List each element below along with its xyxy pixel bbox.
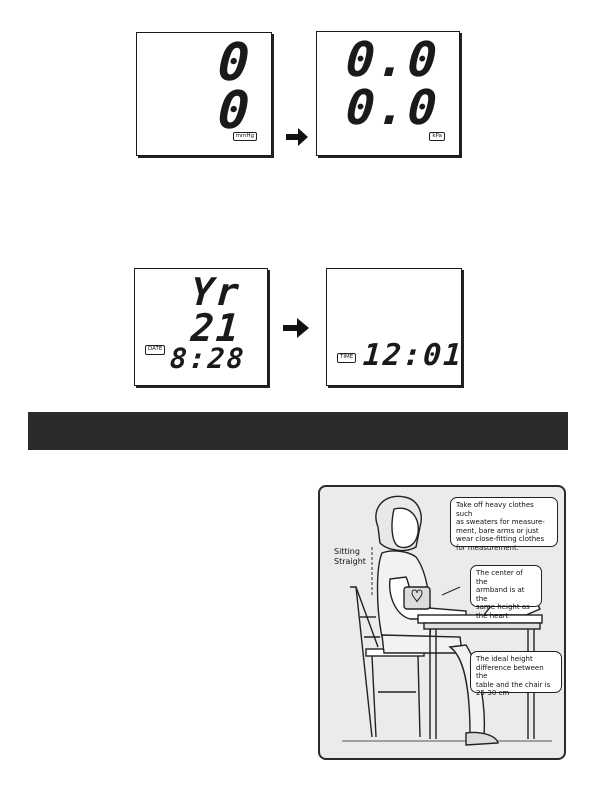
callout-clothes: Take off heavy clothes such as sweaters …	[450, 497, 558, 552]
heart-icon	[411, 589, 423, 603]
lcd-value-bottom: 0	[215, 81, 254, 141]
lcd-value-bottom: 0.0	[344, 80, 441, 136]
callout-chair-height: The ideal height difference between the …	[470, 651, 562, 697]
lcd-screen-kpa: 0.0 0.0 kPa	[316, 31, 460, 156]
seated-person-illustration	[342, 495, 552, 746]
arrow-right-icon	[286, 128, 308, 146]
unit-badge-mmhg: mmHg	[232, 131, 257, 141]
arrow-right-icon	[283, 318, 309, 338]
unit-badge-kpa: kPa	[429, 131, 445, 141]
posture-illustration: Sitting Straight Take off heavy clothes …	[318, 485, 566, 760]
lcd-value-top: 0.0	[344, 32, 441, 88]
label-sitting-straight: Sitting Straight	[334, 547, 366, 566]
callout-armband: The center of the armband is at the same…	[470, 565, 542, 620]
lcd-screen-mmhg: 0 0 mmHg	[136, 32, 272, 156]
time-badge: TIME	[337, 353, 357, 363]
lcd-time-value: 12:01	[361, 338, 465, 373]
lcd-screen-time: 12:01 TIME	[326, 268, 465, 386]
date-badge: DATE	[145, 345, 166, 355]
lcd-screen-date: Yr 21 8:28 DATE	[134, 268, 268, 386]
lcd-date-value: 8:28	[168, 342, 247, 375]
section-header-bar	[28, 412, 568, 450]
